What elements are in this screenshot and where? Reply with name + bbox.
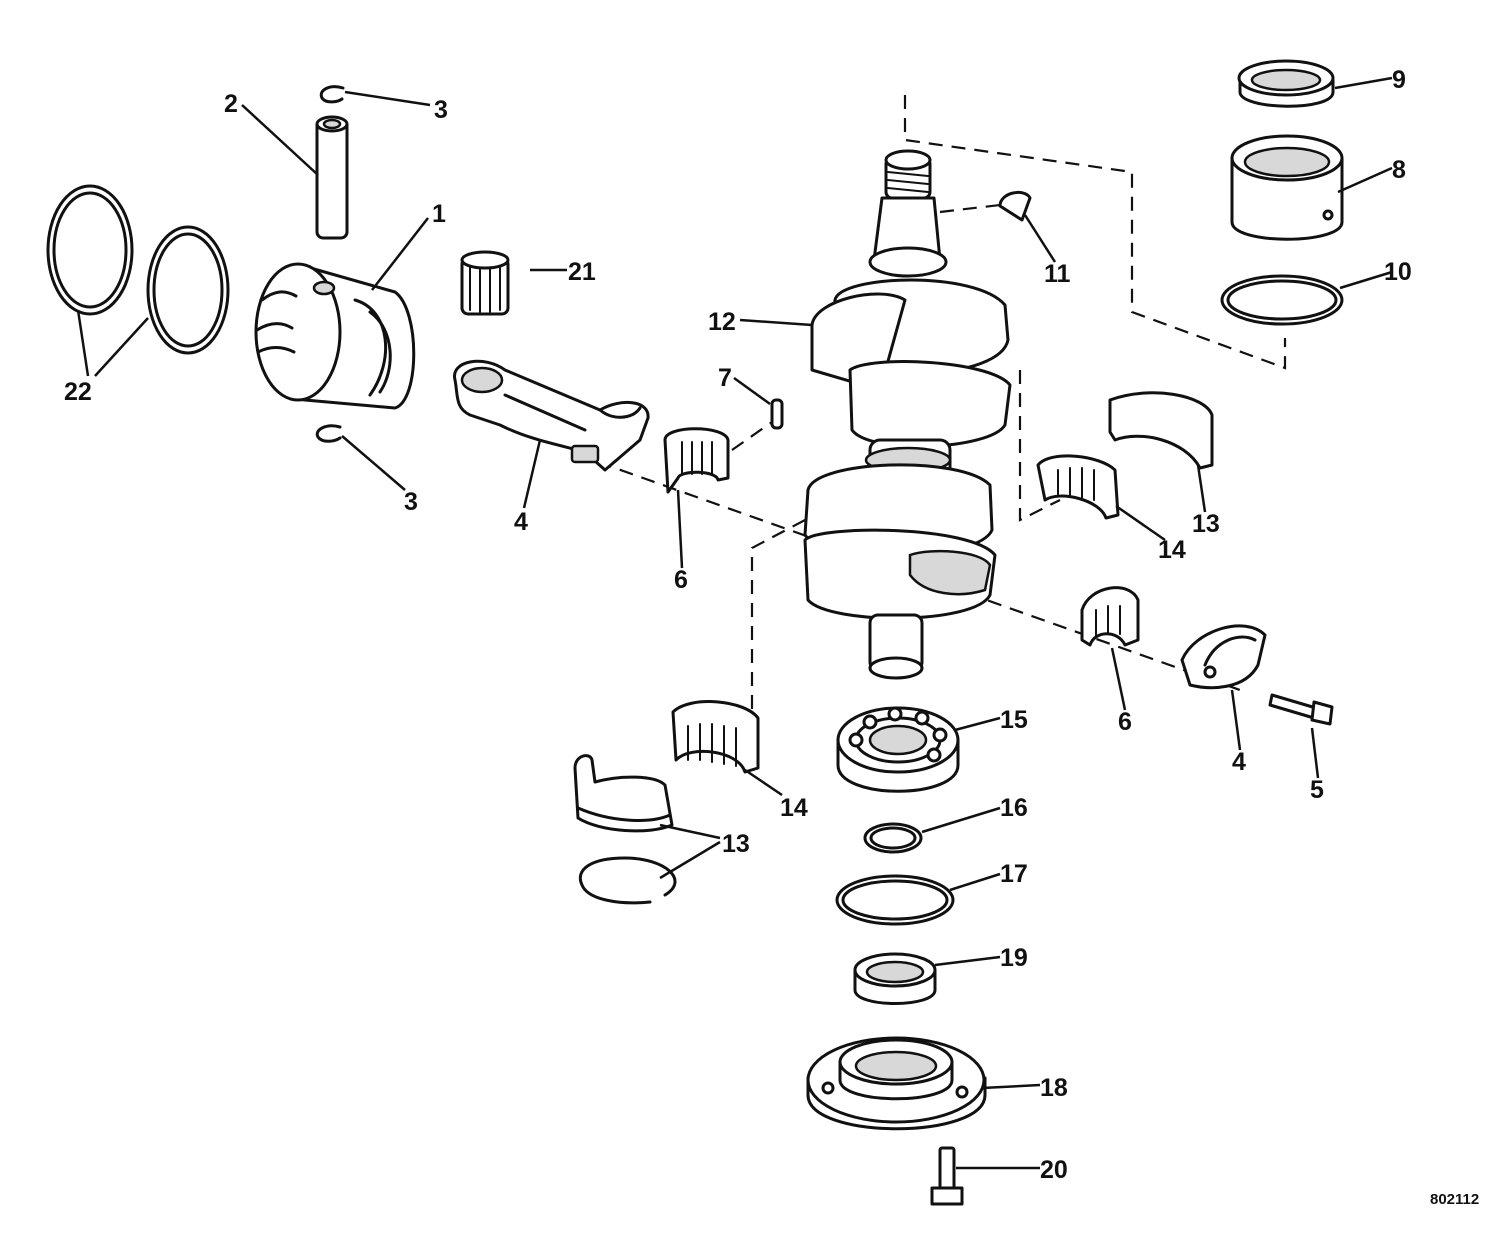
figure-number: 802112 — [1430, 1191, 1479, 1208]
callout-13-right: 13 — [1192, 510, 1220, 538]
callout-11: 11 — [1044, 260, 1071, 288]
crankshaft — [803, 149, 1012, 680]
callout-8: 8 — [1392, 156, 1406, 184]
callout-22: 22 — [64, 378, 92, 406]
callout-10: 10 — [1384, 258, 1412, 286]
cap-screw — [1268, 693, 1334, 726]
dowel-pin — [770, 398, 784, 430]
callout-3-top: 3 — [434, 96, 448, 124]
retaining-clip-top — [319, 85, 345, 104]
callout-14-right: 14 — [1158, 536, 1186, 564]
connecting-rod — [453, 359, 650, 472]
callout-1: 1 — [432, 200, 446, 228]
callout-12: 12 — [708, 308, 736, 336]
bearing-housing — [806, 1036, 987, 1131]
callout-13-left: 13 — [722, 830, 750, 858]
upper-seal — [1237, 59, 1335, 108]
bearing-cage-lower-right — [1080, 586, 1140, 647]
callout-5: 5 — [1310, 776, 1324, 804]
callout-7: 7 — [718, 364, 732, 392]
connecting-rod-cap — [1180, 624, 1267, 690]
woodruff-key — [998, 190, 1032, 222]
bearing-cage-right — [1036, 454, 1120, 520]
piston-rings — [46, 184, 230, 355]
bearing-race-lower-left — [573, 754, 674, 833]
bearing-cage-left — [663, 427, 730, 494]
lower-seal — [853, 952, 937, 1005]
callout-6-right: 6 — [1118, 708, 1132, 736]
piston — [254, 262, 416, 410]
bearing-race-right — [1108, 391, 1214, 470]
callout-15: 15 — [1000, 706, 1028, 734]
callout-20: 20 — [1040, 1156, 1068, 1184]
callout-6-left: 6 — [674, 566, 688, 594]
callout-9: 9 — [1392, 66, 1406, 94]
retaining-clip-bottom — [315, 424, 342, 443]
callout-14-left: 14 — [780, 794, 808, 822]
upper-o-ring — [1220, 274, 1344, 326]
callout-4-left: 4 — [514, 508, 528, 536]
callout-18: 18 — [1040, 1074, 1068, 1102]
upper-bearing — [1230, 134, 1344, 241]
callout-19: 19 — [1000, 944, 1028, 972]
needle-bearing-small — [460, 250, 510, 316]
callout-16: 16 — [1000, 794, 1028, 822]
lower-o-ring — [835, 874, 955, 926]
small-retaining-ring — [863, 822, 923, 854]
callout-17: 17 — [1000, 860, 1028, 888]
leader-lines — [76, 76, 1393, 1170]
housing-screw — [930, 1146, 964, 1206]
callout-4-right: 4 — [1232, 748, 1246, 776]
callout-3-bottom: 3 — [404, 488, 418, 516]
bearing-cage-lower-left — [671, 700, 760, 774]
callout-2: 2 — [224, 90, 238, 118]
retaining-ring-lower-left — [578, 856, 677, 905]
piston-pin — [315, 115, 349, 240]
callout-21: 21 — [568, 258, 596, 286]
ball-bearing — [836, 706, 960, 793]
callout-labels: 1 2 3 3 4 4 5 6 6 7 8 9 10 11 12 13 13 1… — [64, 66, 1412, 1184]
